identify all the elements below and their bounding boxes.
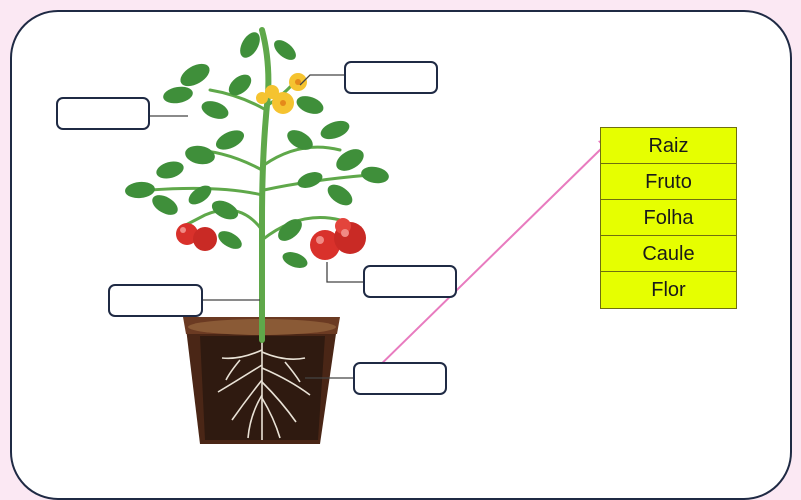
word-caule[interactable]: Caule [601, 236, 736, 272]
word-folha[interactable]: Folha [601, 200, 736, 236]
word-raiz[interactable]: Raiz [601, 128, 736, 164]
answer-box-fruit[interactable] [363, 265, 457, 298]
word-fruto[interactable]: Fruto [601, 164, 736, 200]
tomato-plant-illustration [125, 27, 612, 444]
word-flor[interactable]: Flor [651, 279, 686, 301]
answer-box-flower[interactable] [344, 61, 438, 94]
answer-box-leaf[interactable] [56, 97, 150, 130]
answer-box-root[interactable] [353, 362, 447, 395]
roots-icon [217, 340, 311, 440]
leaf-icon [125, 32, 389, 268]
answer-box-stem[interactable] [108, 284, 203, 317]
leader-lines [150, 74, 363, 379]
tomato-icon [176, 218, 366, 260]
word-bank: Raiz Fruto Folha Caule Flor [600, 127, 737, 309]
arrow [369, 138, 612, 376]
stem-icon [259, 27, 272, 343]
